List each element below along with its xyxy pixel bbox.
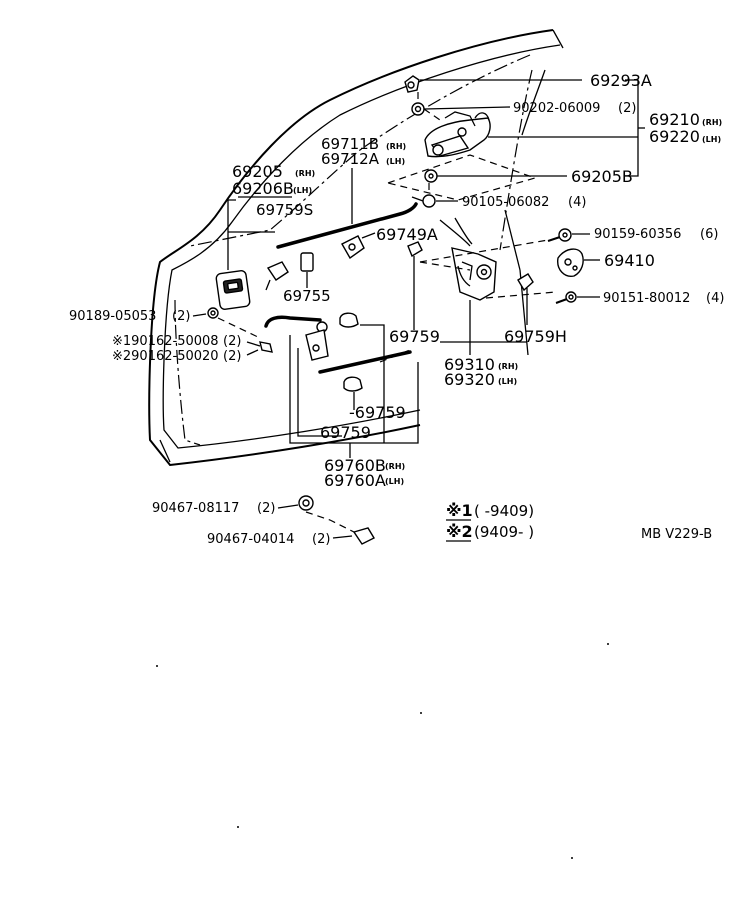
part-69755 bbox=[300, 252, 314, 272]
label-69759-mid: 69759 bbox=[389, 327, 440, 346]
screw-90189-part bbox=[207, 307, 219, 319]
label-90467-04014-qty: (2) bbox=[312, 532, 330, 547]
plug-90467-08117-part bbox=[298, 495, 314, 511]
label-69711B-side: (RH) bbox=[386, 142, 406, 151]
rod-69760-part bbox=[264, 315, 412, 374]
label-69410: 69410 bbox=[604, 251, 655, 270]
legend-note1-range: ( -9409) bbox=[474, 502, 534, 520]
label-90151-80012: 90151-80012 bbox=[603, 291, 690, 306]
label-69206B-side: (LH) bbox=[293, 186, 312, 195]
scan-specks bbox=[156, 643, 609, 859]
part-labels: 69293A 90202-06009 (2) 69210 (RH) 69220 … bbox=[69, 71, 724, 547]
screw-90151-part bbox=[555, 291, 577, 304]
rod-69711B-part bbox=[276, 202, 418, 249]
outside-handle-assembly bbox=[424, 111, 491, 158]
door-frame bbox=[148, 29, 564, 467]
screw-90159-part bbox=[547, 228, 572, 242]
label-69310-side: (RH) bbox=[498, 362, 518, 371]
label-69712A: 69712A bbox=[321, 150, 380, 168]
label-69210-side: (RH) bbox=[702, 118, 722, 127]
inside-handle-69205-part bbox=[215, 270, 251, 310]
clip-69759-lower-part bbox=[339, 312, 363, 392]
label-69760A-side: (LH) bbox=[385, 477, 404, 486]
rod-69205B-part bbox=[424, 169, 438, 183]
label-69712A-side: (LH) bbox=[386, 157, 405, 166]
legend-note1-mark: ※1 bbox=[446, 501, 473, 520]
door-lock-69310-part bbox=[439, 217, 497, 301]
plug-90467-04014-part bbox=[352, 527, 375, 545]
label-69320-side: (LH) bbox=[498, 377, 517, 386]
clip-69749A-part bbox=[341, 235, 365, 260]
label-90467-08117-qty: (2) bbox=[257, 501, 275, 516]
striker-69410-part bbox=[557, 248, 584, 277]
label-69759S: 69759S bbox=[256, 201, 313, 219]
phantom-lines bbox=[217, 92, 557, 533]
label-69206B: 69206B bbox=[232, 179, 294, 198]
label-69205: 69205 bbox=[232, 162, 283, 181]
clip-69759-mid-part bbox=[407, 241, 423, 258]
label-90467-08117: 90467-08117 bbox=[152, 501, 239, 516]
label-69293A: 69293A bbox=[590, 71, 652, 90]
label-90162-50020-qty: (2) bbox=[223, 349, 241, 364]
label-69749A: 69749A bbox=[376, 225, 438, 244]
label-90151-qty: (4) bbox=[706, 291, 724, 306]
screw-90202-part bbox=[411, 102, 425, 116]
screw-90105-part bbox=[411, 194, 436, 208]
label-90159-qty: (6) bbox=[700, 227, 718, 242]
label-90162-50008: ※190162-50008 bbox=[112, 334, 219, 349]
label-90105-06082: 90105-06082 bbox=[462, 195, 549, 210]
label-69220: 69220 bbox=[649, 127, 700, 146]
label-90159-60356: 90159-60356 bbox=[594, 227, 681, 242]
label-69205B: 69205B bbox=[571, 167, 633, 186]
label-69310: 69310 bbox=[444, 355, 495, 374]
label-69759-a: -69759 bbox=[349, 403, 406, 422]
screw-90162-part bbox=[259, 341, 273, 353]
label-69760B: 69760B bbox=[324, 456, 386, 475]
label-69760A: 69760A bbox=[324, 471, 386, 490]
label-90189-05053: 90189-05053 bbox=[69, 309, 156, 324]
legend-note2-range: (9409- ) bbox=[474, 523, 534, 541]
label-69755: 69755 bbox=[283, 287, 331, 305]
label-90162-50020: ※290162-50020 bbox=[112, 349, 219, 364]
clip-69759H-part bbox=[517, 273, 534, 292]
clip-69293A-part bbox=[404, 75, 420, 93]
label-90162-50008-qty: (2) bbox=[223, 334, 241, 349]
legend: ※1 ( -9409) ※2 (9409- ) bbox=[446, 501, 534, 542]
label-69760B-side: (RH) bbox=[385, 462, 405, 471]
label-69210: 69210 bbox=[649, 110, 700, 129]
label-69759-b: 69759 bbox=[320, 423, 371, 442]
clip-69759S-part bbox=[265, 261, 289, 291]
label-69759H: 69759H bbox=[504, 327, 567, 346]
label-90202-qty: (2) bbox=[618, 101, 636, 116]
label-69205-side: (RH) bbox=[295, 169, 315, 178]
label-90467-04014: 90467-04014 bbox=[207, 532, 294, 547]
label-69220-side: (LH) bbox=[702, 135, 721, 144]
label-90105-qty: (4) bbox=[568, 195, 586, 210]
label-90202-06009: 90202-06009 bbox=[513, 101, 600, 116]
leader-lines bbox=[192, 79, 645, 539]
legend-note2-mark: ※2 bbox=[446, 522, 473, 541]
diagram-code: MB V229-B bbox=[641, 527, 712, 542]
label-69320: 69320 bbox=[444, 370, 495, 389]
label-90189-qty: (2) bbox=[172, 309, 190, 324]
label-69711B: 69711B bbox=[321, 135, 379, 153]
